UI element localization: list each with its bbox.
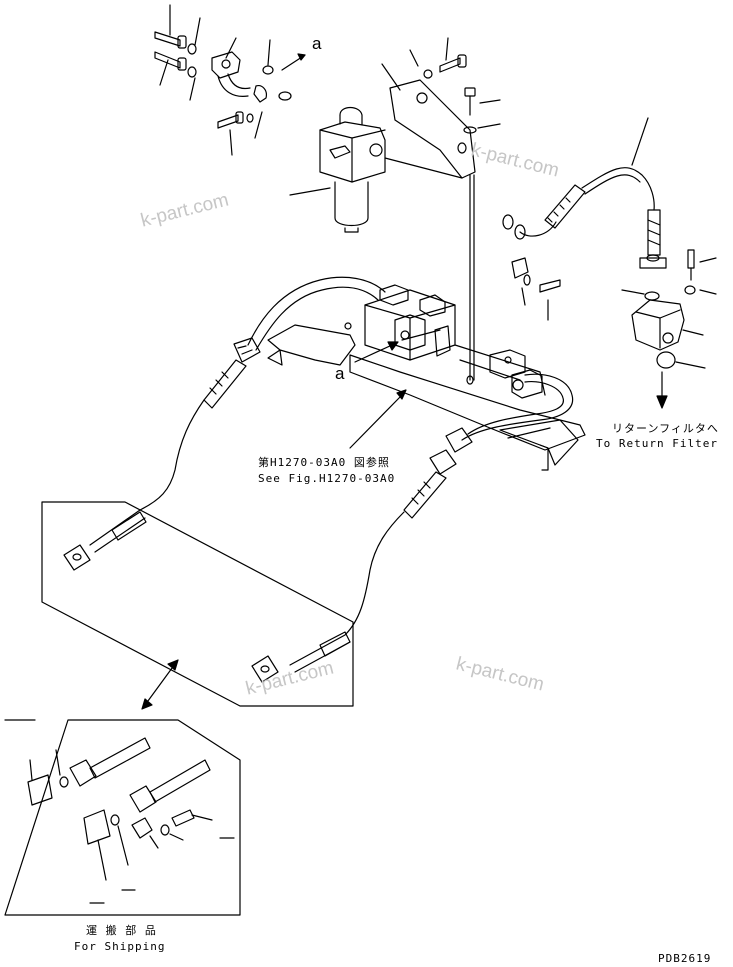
washer — [160, 824, 170, 836]
o-ring — [59, 776, 69, 788]
return-filter-english: To Return Filter — [596, 437, 718, 450]
marker-a-mid: a — [335, 364, 345, 383]
control-valve-assembly — [139, 276, 586, 636]
filter-bracket — [381, 37, 501, 381]
return-hose — [502, 117, 667, 321]
cover-plate — [83, 809, 111, 845]
bolt — [464, 87, 476, 97]
hose-flange — [129, 785, 157, 813]
top-flange-group — [154, 4, 306, 156]
for-shipping-box — [4, 719, 241, 916]
hose-fitting — [111, 511, 147, 541]
hose-fitting — [403, 471, 447, 519]
bolt — [154, 51, 187, 71]
clamp — [511, 257, 529, 279]
bolt — [217, 114, 239, 129]
shipping-english: For Shipping — [74, 940, 166, 953]
washer — [187, 66, 197, 78]
clamp — [131, 817, 153, 839]
line-filter — [289, 106, 386, 233]
cover-plate — [27, 774, 53, 806]
washer — [423, 69, 433, 79]
o-ring — [278, 91, 292, 101]
shipping-japanese: 運 搬 部 品 — [86, 924, 157, 937]
hose-flange — [445, 427, 473, 453]
bolt — [171, 809, 195, 827]
hose-flange — [251, 655, 279, 683]
clamp — [253, 85, 267, 103]
o-ring — [110, 814, 120, 826]
o-ring — [502, 214, 514, 230]
drawing-number: PDB2619 — [658, 952, 712, 965]
shipping-transit-box — [41, 501, 354, 710]
washer — [684, 285, 696, 295]
fig-ref-english: See Fig.H1270-03A0 — [258, 472, 396, 485]
hose-fitting — [89, 737, 151, 779]
bolt — [154, 31, 187, 49]
washer — [463, 126, 477, 134]
hose-flange — [69, 759, 97, 787]
o-ring — [262, 65, 274, 75]
bolt — [687, 249, 695, 269]
return-block — [621, 249, 717, 409]
split-flange — [211, 51, 241, 79]
hose-flange — [63, 544, 91, 571]
hose-flange — [429, 449, 457, 475]
washer — [187, 43, 197, 55]
o-ring — [644, 291, 660, 301]
fig-ref-japanese: 第H1270-03A0 図参照 — [258, 456, 390, 469]
return-filter-japanese: リターンフィルタへ — [612, 422, 719, 435]
hose-fitting — [149, 759, 211, 803]
hose-flange — [233, 337, 261, 363]
hose-fitting — [203, 359, 247, 409]
bolt — [439, 57, 461, 73]
marker-a-top: a — [312, 34, 322, 53]
hose-fitting — [319, 631, 351, 657]
bolt — [539, 279, 561, 293]
elbow-tube — [217, 75, 249, 97]
plug — [656, 351, 676, 369]
